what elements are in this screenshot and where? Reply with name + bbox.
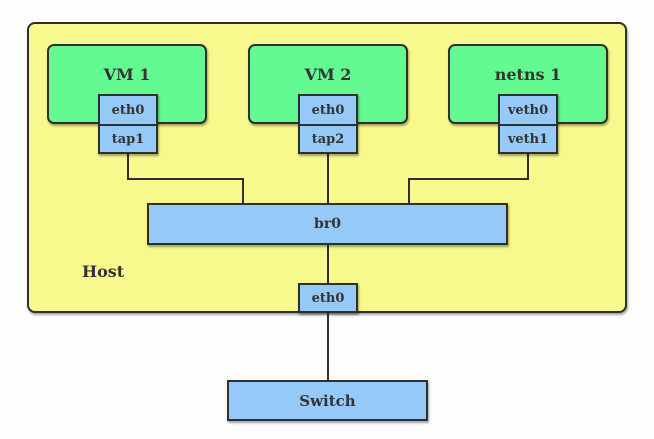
netns1-interface-stack: veth0 veth1 [498,94,558,154]
host-eth0-interface: eth0 [298,283,358,313]
bridge-br0-box: br0 [147,203,508,245]
vm2-eth0-interface: eth0 [311,102,345,118]
vm2-interface-stack: eth0 tap2 [298,94,358,154]
host-label: Host [82,262,125,281]
vm1-eth0-interface: eth0 [111,102,145,118]
veth1-interface: veth1 [500,124,556,152]
vm2-box: VM 2 [248,44,408,124]
netns1-label: netns 1 [494,65,562,84]
switch-box: Switch [227,380,428,421]
vm2-label: VM 2 [304,65,352,84]
tap1-interface: tap1 [100,124,156,152]
veth0-interface: veth0 [507,102,549,118]
vm1-label: VM 1 [103,65,151,84]
tap2-interface: tap2 [300,124,356,152]
vm1-interface-stack: eth0 tap1 [98,94,158,154]
